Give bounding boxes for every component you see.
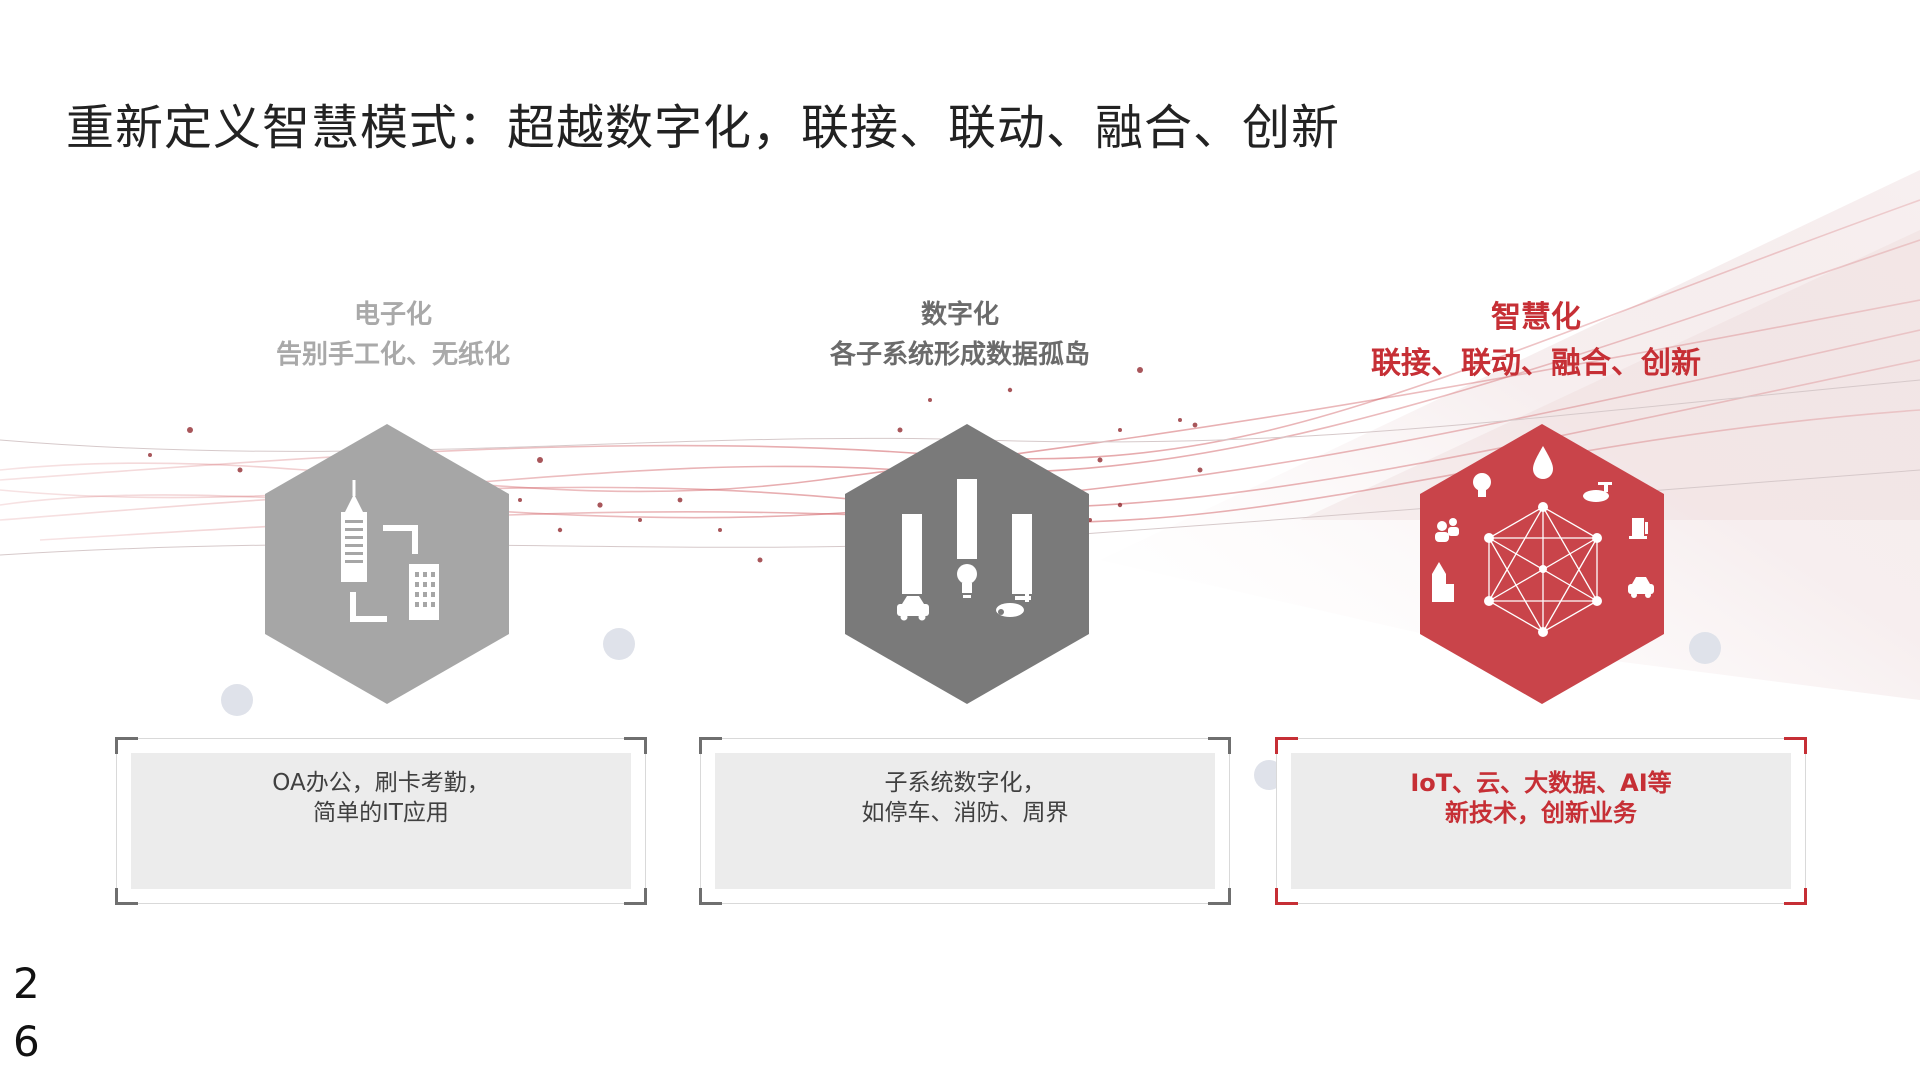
- car-icon: [1628, 577, 1654, 598]
- card-line: IoT、云、大数据、AI等: [1410, 769, 1672, 797]
- description-card-smart: IoT、云、大数据、AI等 新技术，创新业务: [1275, 737, 1807, 905]
- description-card-digital: 子系统数字化， 如停车、消防、周界: [699, 737, 1231, 905]
- camera-icon: [996, 594, 1031, 617]
- connected-network-icon: [1484, 502, 1602, 637]
- card-text: 子系统数字化， 如停车、消防、周界: [715, 768, 1215, 828]
- hexagon-electronic: [265, 424, 509, 704]
- people-icon: [1435, 518, 1459, 542]
- car-icon: [897, 596, 929, 621]
- stage-heading-electronic: 电子化 告别手工化、无纸化: [113, 295, 673, 375]
- water-drop-icon: [1533, 446, 1553, 479]
- card-line: 新技术，创新业务: [1445, 799, 1637, 827]
- card-text: OA办公，刷卡考勤， 简单的IT应用: [131, 768, 631, 828]
- stage-title: 数字化: [920, 300, 999, 330]
- slide-title: 重新定义智慧模式：超越数字化，联接、联动、融合、创新: [66, 100, 1341, 156]
- description-card-electronic: OA办公，刷卡考勤， 简单的IT应用: [115, 737, 647, 905]
- isolated-silos-icon: [897, 479, 1032, 621]
- stage-title: 电子化: [353, 300, 432, 330]
- stage-subtitle: 联接、联动、融合、创新: [1371, 346, 1701, 381]
- stage-subtitle: 各子系统形成数据孤岛: [829, 340, 1090, 370]
- stage-heading-smart: 智慧化 联接、联动、融合、创新: [1256, 295, 1816, 387]
- page-number-digit: 2: [13, 959, 40, 1008]
- stage-subtitle: 告别手工化、无纸化: [275, 340, 510, 370]
- card-line: 简单的IT应用: [313, 800, 449, 826]
- light-bulb-icon: [1473, 473, 1491, 497]
- hexagon-smart: [1420, 424, 1664, 704]
- card-line: 子系统数字化，: [884, 770, 1046, 796]
- hexagon-digital: [845, 424, 1089, 704]
- light-bulb-icon: [957, 564, 977, 598]
- page-number-digit: 6: [13, 1017, 40, 1066]
- card-line: OA办公，刷卡考勤，: [272, 770, 490, 796]
- stage-title: 智慧化: [1491, 300, 1581, 335]
- camera-icon: [1583, 482, 1612, 502]
- card-text: IoT、云、大数据、AI等 新技术，创新业务: [1291, 768, 1791, 828]
- building-connection-icon: [341, 480, 439, 622]
- fuel-pump-icon: [1629, 518, 1648, 539]
- page-number: 2 6: [13, 955, 53, 1071]
- stage-heading-digital: 数字化 各子系统形成数据孤岛: [680, 295, 1240, 375]
- card-line: 如停车、消防、周界: [861, 800, 1069, 826]
- building-icon: [1432, 562, 1454, 602]
